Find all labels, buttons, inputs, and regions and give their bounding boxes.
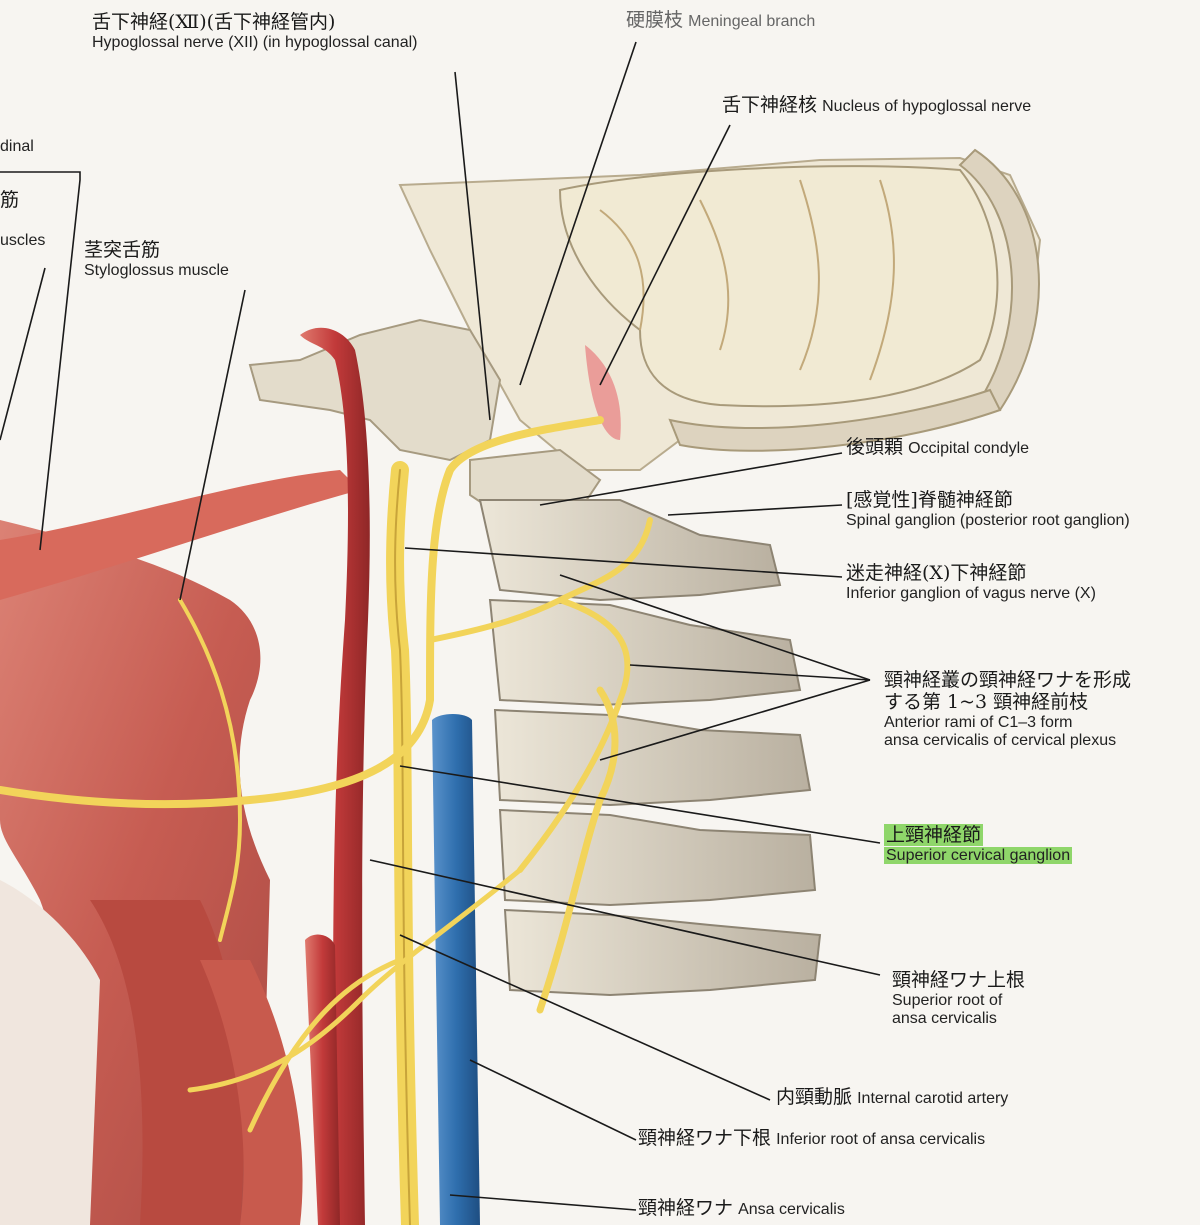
label-en: Spinal ganglion (posterior root ganglion… bbox=[846, 511, 1130, 529]
label-meningeal-branch: 硬膜枝 Meningeal branch bbox=[626, 9, 816, 32]
label-styloglossus: 茎突舌筋 Styloglossus muscle bbox=[84, 239, 229, 280]
label-jp: 頸神経ワナ上根 bbox=[892, 969, 1026, 991]
label-jp: 硬膜枝 bbox=[626, 9, 684, 31]
label-jp: 舌下神経(Ⅻ)(舌下神経管内) bbox=[92, 11, 336, 33]
label-en: Styloglossus muscle bbox=[84, 261, 229, 279]
cervical-vertebrae bbox=[478, 499, 822, 997]
label-en-line1: Superior root of bbox=[892, 991, 1003, 1009]
label-en: Internal carotid artery bbox=[857, 1090, 1009, 1107]
label-longitudinal-fragment: dinal bbox=[0, 138, 34, 156]
label-jp: 茎突舌筋 bbox=[84, 239, 161, 261]
label-jp: [感覚性]脊髄神経節 bbox=[846, 489, 1013, 511]
label-inferior-root-ansa: 頸神経ワナ下根 Inferior root of ansa cervicalis bbox=[638, 1127, 986, 1150]
label-ansa-cervicalis: 頸神経ワナ Ansa cervicalis bbox=[638, 1197, 845, 1220]
label-nucleus-hypoglossal: 舌下神経核 Nucleus of hypoglossal nerve bbox=[722, 94, 1032, 117]
label-en: uscles bbox=[0, 231, 46, 249]
label-spinal-ganglion: [感覚性]脊髄神経節 Spinal ganglion (posterior ro… bbox=[846, 489, 1130, 530]
label-muscles-fragment: 筋 uscles bbox=[0, 189, 46, 250]
highlight-jp: 上頸神経節 bbox=[884, 824, 984, 846]
label-internal-carotid: 内頸動脈 Internal carotid artery bbox=[776, 1086, 1009, 1109]
label-occipital-condyle: 後頭顆 Occipital condyle bbox=[846, 436, 1030, 459]
occipital-bone bbox=[248, 318, 602, 517]
leader-lines bbox=[0, 41, 881, 1211]
skull-base bbox=[398, 148, 1042, 471]
label-jp-line2: する第 1~3 頸神経前枝 bbox=[884, 690, 1089, 713]
label-en: Inferior ganglion of vagus nerve (X) bbox=[846, 584, 1096, 602]
label-en: Inferior root of ansa cervicalis bbox=[776, 1131, 986, 1148]
label-hypoglossal-nerve: 舌下神経(Ⅻ)(舌下神経管内) Hypoglossal nerve (XII) … bbox=[92, 11, 418, 52]
highlight-en: Superior cervical ganglion bbox=[884, 846, 1073, 864]
nerves bbox=[0, 416, 653, 1225]
label-jp: 頸神経ワナ bbox=[638, 1197, 734, 1219]
label-jp: 後頭顆 bbox=[846, 436, 904, 458]
label-jp-line1: 頸神経叢の頸神経ワナを形成 bbox=[884, 669, 1132, 691]
label-jp: 舌下神経核 bbox=[722, 94, 818, 116]
label-en: Ansa cervicalis bbox=[738, 1201, 845, 1218]
label-jp: 頸神経ワナ下根 bbox=[638, 1127, 772, 1149]
label-superior-cervical-ganglion: 上頸神経節 Superior cervical ganglion bbox=[884, 824, 1073, 865]
label-inferior-ganglion-vagus: 迷走神経(X)下神経節 Inferior ganglion of vagus n… bbox=[846, 562, 1096, 603]
label-en: Meningeal branch bbox=[688, 13, 816, 30]
label-en: Hypoglossal nerve (XII) (in hypoglossal … bbox=[92, 33, 418, 51]
label-en-line2: ansa cervicalis bbox=[892, 1010, 997, 1028]
label-en: Nucleus of hypoglossal nerve bbox=[822, 98, 1032, 115]
label-jp: 内頸動脈 bbox=[776, 1086, 853, 1108]
label-anterior-rami: 頸神経叢の頸神経ワナを形成 する第 1~3 頸神経前枝 Anterior ram… bbox=[884, 669, 1132, 750]
label-jp: 迷走神経(X)下神経節 bbox=[846, 562, 1027, 584]
label-en: Occipital condyle bbox=[908, 440, 1030, 457]
label-en-line1: Anterior rami of C1–3 form bbox=[884, 713, 1073, 731]
label-en: dinal bbox=[0, 138, 34, 155]
label-jp: 筋 bbox=[0, 189, 20, 211]
neck-muscles bbox=[0, 470, 360, 1225]
label-en-line2: ansa cervicalis of cervical plexus bbox=[884, 732, 1117, 750]
label-superior-root-ansa: 頸神経ワナ上根 Superior root of ansa cervicalis bbox=[892, 969, 1026, 1029]
